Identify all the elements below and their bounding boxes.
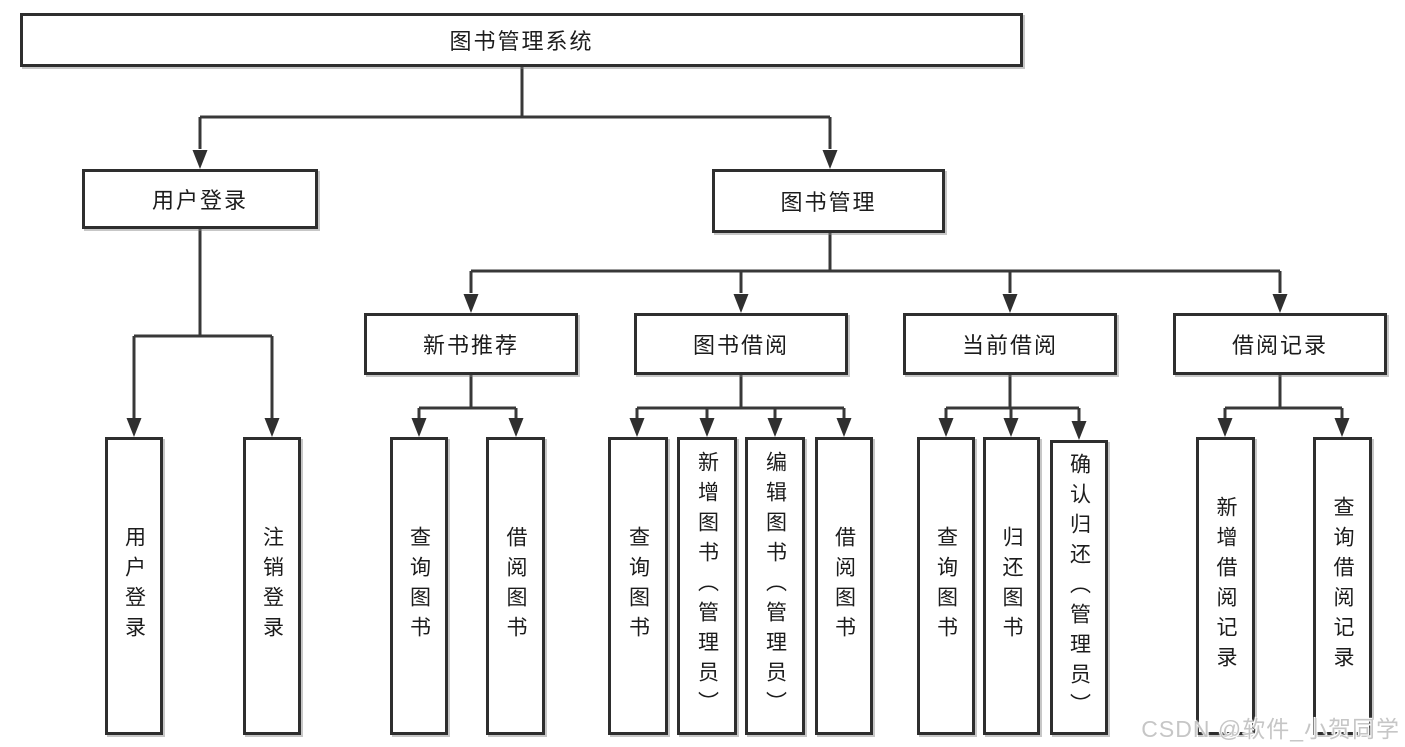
node-leaf-confirm-return-admin-label: 确认归还（管理员） (1067, 452, 1091, 723)
node-leaf-add-book-admin: 新增图书（管理员） (677, 437, 737, 735)
node-book-borrow-label: 图书借阅 (692, 333, 789, 358)
node-leaf-logout: 注销登录 (243, 437, 301, 735)
node-leaf-borrow-book-1: 借阅图书 (486, 437, 545, 735)
node-new-book-recommend-label: 新书推荐 (422, 333, 519, 358)
node-leaf-add-book-admin-label: 新增图书（管理员） (695, 451, 719, 721)
node-borrow-record-label: 借阅记录 (1231, 333, 1328, 358)
node-leaf-user-login-label: 用户登录 (122, 526, 146, 646)
node-leaf-edit-book-admin: 编辑图书（管理员） (745, 437, 805, 735)
node-book-borrow: 图书借阅 (634, 313, 848, 375)
node-leaf-query-book-2: 查询图书 (608, 437, 668, 735)
arrowhead-icons (126, 150, 1350, 440)
node-system: 图书管理系统 (20, 13, 1023, 67)
node-leaf-query-book-1-label: 查询图书 (407, 526, 431, 646)
node-leaf-query-book-3: 查询图书 (917, 437, 975, 735)
node-user-login: 用户登录 (82, 169, 318, 229)
node-leaf-add-borrow-record: 新增借阅记录 (1196, 437, 1255, 735)
node-leaf-return-book: 归还图书 (983, 437, 1040, 735)
node-current-borrow-label: 当前借阅 (961, 333, 1058, 358)
node-leaf-return-book-label: 归还图书 (1000, 526, 1023, 646)
node-leaf-query-book-2-label: 查询图书 (626, 526, 650, 646)
node-leaf-query-book-3-label: 查询图书 (934, 526, 958, 646)
node-leaf-edit-book-admin-label: 编辑图书（管理员） (763, 451, 787, 721)
node-leaf-query-borrow-record: 查询借阅记录 (1313, 437, 1372, 735)
node-leaf-query-book-1: 查询图书 (390, 437, 448, 735)
node-leaf-confirm-return-admin: 确认归还（管理员） (1050, 440, 1108, 735)
node-leaf-borrow-book-2-label: 借阅图书 (832, 526, 856, 646)
node-leaf-add-borrow-record-label: 新增借阅记录 (1214, 496, 1237, 676)
node-borrow-record: 借阅记录 (1173, 313, 1387, 375)
node-book-management: 图书管理 (712, 169, 945, 233)
csdn-watermark: CSDN @软件_小贺同学 (1141, 716, 1400, 742)
node-book-management-label: 图书管理 (780, 190, 877, 215)
node-user-login-label: 用户登录 (151, 188, 248, 213)
node-leaf-user-login: 用户登录 (105, 437, 163, 735)
node-new-book-recommend: 新书推荐 (364, 313, 578, 375)
node-leaf-logout-label: 注销登录 (260, 526, 284, 646)
node-current-borrow: 当前借阅 (903, 313, 1117, 375)
connector-lines (132, 67, 1344, 421)
node-leaf-query-borrow-record-label: 查询借阅记录 (1331, 496, 1354, 676)
node-system-label: 图书管理系统 (449, 29, 594, 54)
node-leaf-borrow-book-2: 借阅图书 (815, 437, 873, 735)
node-leaf-borrow-book-1-label: 借阅图书 (504, 526, 527, 646)
